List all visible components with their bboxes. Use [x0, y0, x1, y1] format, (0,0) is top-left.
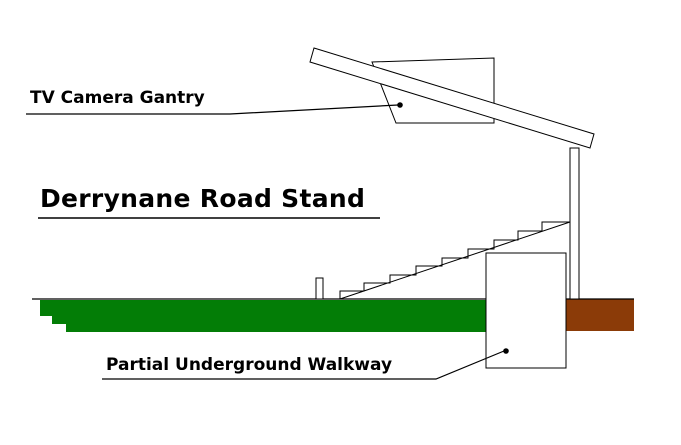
ground-soil	[566, 299, 634, 331]
roof-beam	[309, 47, 595, 149]
gantry-leader	[26, 102, 403, 115]
rear-column	[569, 147, 580, 300]
gantry-label: TV Camera Gantry	[30, 88, 205, 108]
diagram-title: Derrynane Road Stand	[40, 184, 366, 213]
underground-walkway	[485, 252, 567, 369]
terrace-slope	[339, 221, 571, 300]
walkway-leader	[102, 348, 509, 380]
walkway-label: Partial Underground Walkway	[106, 355, 393, 375]
front-post	[315, 277, 324, 300]
pitch-grass	[40, 300, 486, 332]
terrace-steps	[339, 221, 570, 299]
